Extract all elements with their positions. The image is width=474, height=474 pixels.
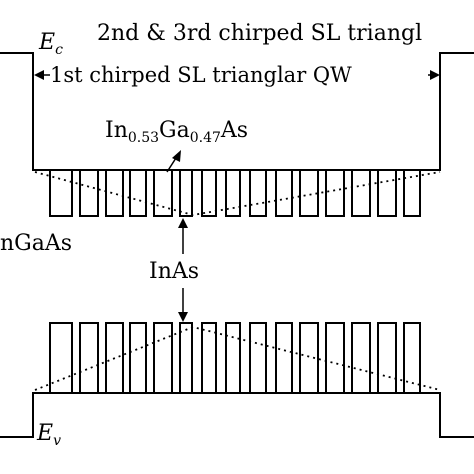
conduction-band-label: Ec xyxy=(38,30,63,58)
title-1st-chirped-qw: 1st chirped SL trianglar QW xyxy=(50,63,352,87)
title-2nd-3rd-chirped: 2nd & 3rd chirped SL triangl xyxy=(97,21,422,46)
valence-band-label: Ev xyxy=(36,421,61,449)
ingaas-pointer-arrowhead xyxy=(172,150,181,162)
conduction-band-outer-edge xyxy=(0,52,474,171)
inas-pointer-down-arrowhead xyxy=(178,312,188,322)
valence-band-outer-edge xyxy=(0,392,474,438)
ingaas-label: In0.53Ga0.47As xyxy=(105,118,248,146)
valence-band-superlattice xyxy=(33,322,440,394)
ingaas-barrier-label: nGaAs xyxy=(0,231,72,256)
qw-width-arrowhead-right xyxy=(430,70,440,80)
ingaas-pointer-line xyxy=(166,157,177,173)
qw-width-arrowhead-left xyxy=(34,70,44,80)
inas-label: InAs xyxy=(149,259,199,284)
conduction-triangular-envelope xyxy=(34,171,441,216)
inas-pointer-up-arrowhead xyxy=(178,218,188,228)
conduction-band-superlattice xyxy=(33,169,440,217)
